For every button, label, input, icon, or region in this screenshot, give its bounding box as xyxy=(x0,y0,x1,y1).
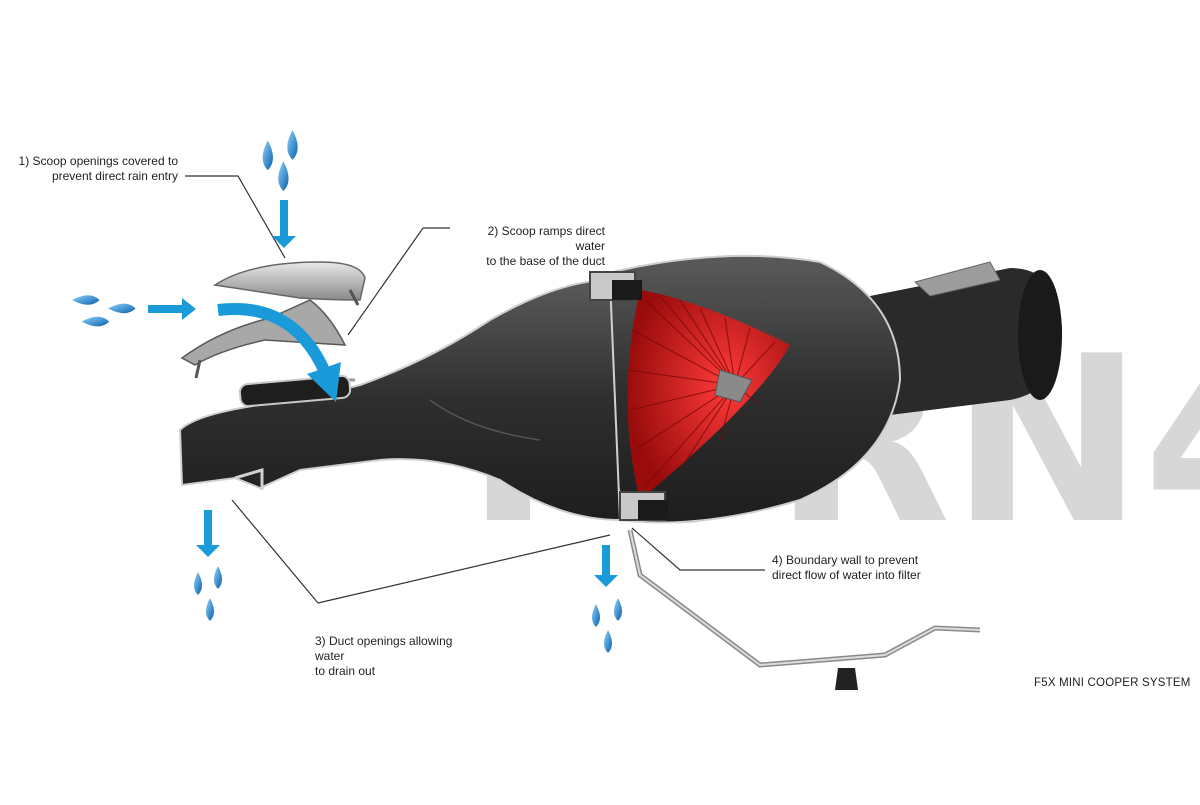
water-flow-arrows xyxy=(148,200,618,587)
callout-boundary-wall: 4) Boundary wall to prevent direct flow … xyxy=(772,553,962,583)
water-drop-icon xyxy=(108,303,136,314)
callout-line: 1) Scoop openings covered to xyxy=(18,154,178,168)
scoop xyxy=(180,261,366,379)
mounting-bracket xyxy=(627,529,981,690)
water-drop-icon xyxy=(194,572,202,595)
callout-scoop-openings: 1) Scoop openings covered to prevent dir… xyxy=(10,154,178,184)
callout-line: to the base of the duct xyxy=(486,254,605,268)
water-drop-icon xyxy=(206,598,214,621)
water-drops xyxy=(72,130,622,653)
water-drop-icon xyxy=(214,566,222,589)
flow-arrow-icon xyxy=(196,510,220,557)
water-drop-icon xyxy=(278,161,289,192)
intake-duct xyxy=(178,278,622,522)
cone-filter xyxy=(627,290,790,500)
flow-arrow-icon xyxy=(594,545,618,587)
flow-arrow-icon xyxy=(272,200,296,248)
callout-line: 4) Boundary wall to prevent xyxy=(772,553,919,567)
outlet-tube xyxy=(850,261,1062,420)
leader-lines xyxy=(185,175,765,604)
curved-flow-arrow-icon xyxy=(217,303,341,402)
flow-arrow-icon xyxy=(148,298,196,320)
water-drop-icon xyxy=(287,130,298,160)
water-drop-icon xyxy=(592,604,600,627)
callout-scoop-ramps: 2) Scoop ramps direct water to the base … xyxy=(455,224,605,269)
callout-duct-openings: 3) Duct openings allowing water to drain… xyxy=(315,634,485,679)
housing-clamps xyxy=(589,271,668,521)
water-drop-icon xyxy=(81,316,110,327)
system-label: F5X MINI COOPER SYSTEM xyxy=(1034,677,1191,689)
water-drop-icon xyxy=(614,598,622,621)
water-drop-icon xyxy=(604,630,612,653)
callout-line: to drain out xyxy=(315,664,376,678)
callout-line: prevent direct rain entry xyxy=(51,169,178,183)
water-drop-icon xyxy=(262,140,273,171)
callout-line: 2) Scoop ramps direct water xyxy=(487,224,605,253)
water-drop-icon xyxy=(72,295,100,305)
callout-line: direct flow of water into filter xyxy=(772,568,921,582)
callout-line: 3) Duct openings allowing water xyxy=(315,634,453,663)
